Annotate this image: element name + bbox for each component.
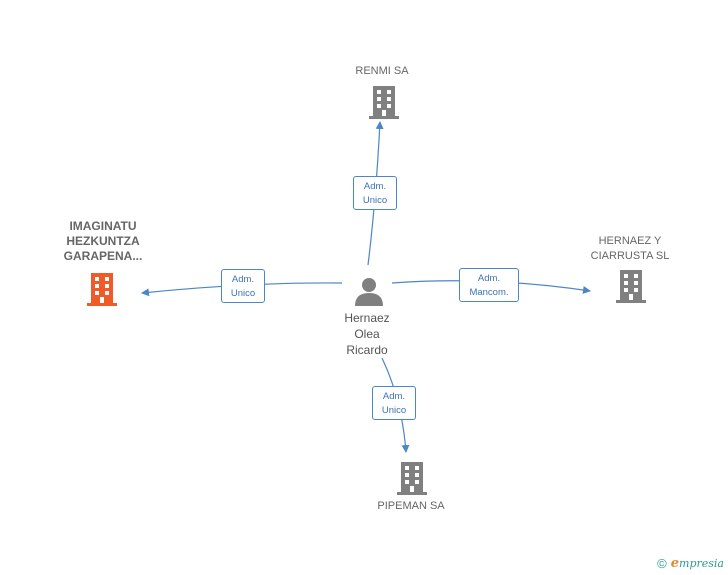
copyright-symbol: ©	[657, 556, 667, 571]
edge-label-renmi[interactable]: Adm. Unico	[353, 176, 397, 210]
building-icon-renmi[interactable]	[369, 86, 399, 119]
edge-label-imaginatu[interactable]: Adm. Unico	[221, 269, 265, 303]
person-icon[interactable]	[355, 278, 383, 306]
building-icon-imaginatu[interactable]	[87, 273, 117, 306]
edge-label-hernaez[interactable]: Adm. Mancom.	[459, 268, 519, 302]
company-label-renmi[interactable]: RENMI SA	[355, 65, 409, 77]
company-label-pipeman[interactable]: PIPEMAN SA	[377, 500, 445, 512]
company-label-imaginatu[interactable]: IMAGINATU HEZKUNTZA GARAPENA...	[63, 219, 143, 263]
edge-label-pipeman[interactable]: Adm. Unico	[372, 386, 416, 420]
building-icon-pipeman[interactable]	[397, 462, 427, 495]
footer-brand: © empresia	[657, 556, 724, 571]
company-label-hernaez[interactable]: HERNAEZ Y CIARRUSTA SL	[590, 235, 670, 262]
brand-logo[interactable]: empresia	[670, 556, 724, 571]
building-icon-hernaez[interactable]	[616, 270, 646, 303]
person-label[interactable]: Hernaez Olea Ricardo	[344, 311, 390, 357]
